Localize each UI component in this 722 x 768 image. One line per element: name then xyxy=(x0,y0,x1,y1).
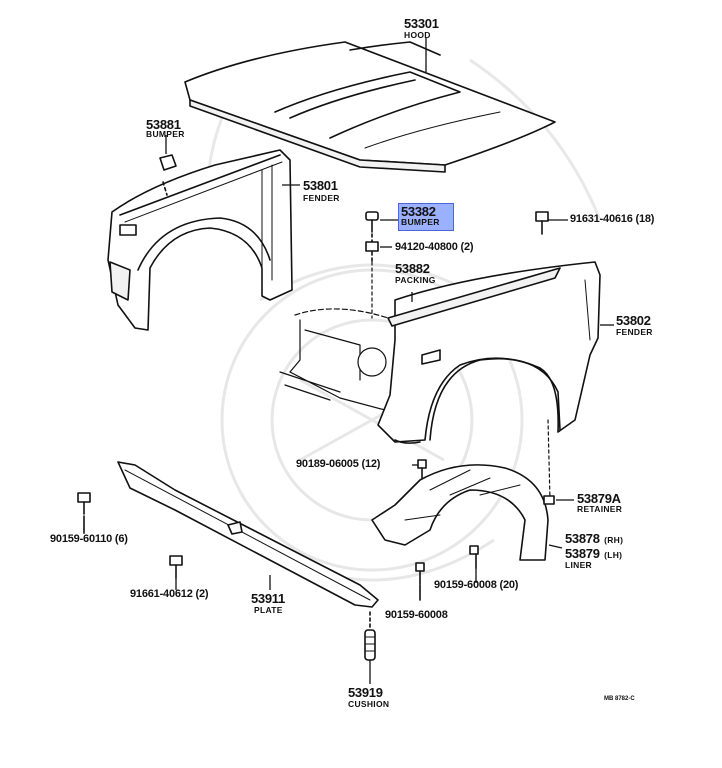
bumper-53382-number-label: 53382 xyxy=(401,204,436,219)
fender-53801-number-label: 53801 xyxy=(303,178,338,193)
bolt-90159-60110-part xyxy=(77,492,91,533)
retainer-name-label: RETAINER xyxy=(577,504,623,514)
bolt-90159-60008a-part xyxy=(469,545,479,569)
bolt-90159-60008a-label: 90159-60008 (20) xyxy=(434,579,519,591)
right-fender-part xyxy=(377,261,601,444)
liner-part xyxy=(371,419,555,561)
screw-90189-part xyxy=(417,459,427,479)
fender-53802-number-label: 53802 xyxy=(616,313,651,328)
left-fender-part xyxy=(107,149,293,331)
bumper-53881-name-label: BUMPER xyxy=(146,129,185,139)
bumper-53881-part xyxy=(159,154,177,196)
liner-rh-label: 53878 (RH) xyxy=(565,531,624,546)
nut-94120-label: 94120-40800 (2) xyxy=(395,241,474,253)
cushion-number-label: 53919 xyxy=(348,685,383,700)
cushion-name-label: CUSHION xyxy=(348,699,390,709)
plate-name-label: PLATE xyxy=(254,605,283,615)
bolt-91661-label: 91661-40612 (2) xyxy=(130,588,209,600)
diagram-code-label: MB 8782-C xyxy=(604,696,635,702)
bolt-91631-part xyxy=(535,211,549,235)
bolt-91631-label: 91631-40616 (18) xyxy=(570,213,655,225)
plate-part xyxy=(117,461,379,608)
bolt-90159-60008b-label: 90159-60008 xyxy=(385,609,448,621)
bumper-53382-name-label: BUMPER xyxy=(401,217,440,227)
highlighted-part-53382[interactable]: 53382 BUMPER xyxy=(398,203,454,231)
packing-number-label: 53882 xyxy=(395,261,430,276)
bumper-53881-number-label: 53881 xyxy=(146,117,181,132)
hood-name-label: HOOD xyxy=(404,30,431,40)
liner-name-label: LINER xyxy=(565,560,592,570)
plate-number-label: 53911 xyxy=(251,591,285,606)
bolt-53382-part xyxy=(365,211,379,263)
bolt-91661-part xyxy=(169,555,183,579)
nut-94120-part xyxy=(365,241,379,319)
hood-part xyxy=(184,41,556,173)
bolt-90159-60008b-part xyxy=(415,562,425,601)
screw-90189-label: 90189-06005 (12) xyxy=(296,458,381,470)
bolt-90159-60110-label: 90159-60110 (6) xyxy=(50,533,128,545)
fender-53802-name-label: FENDER xyxy=(616,327,653,337)
liner-lh-label: 53879 (LH) xyxy=(565,546,623,561)
retainer-number-label: 53879A xyxy=(577,491,621,506)
body-sketch xyxy=(279,308,401,411)
packing-name-label: PACKING xyxy=(395,275,436,285)
fender-53801-name-label: FENDER xyxy=(303,193,340,203)
cushion-part xyxy=(364,611,376,661)
leader-lines xyxy=(83,38,614,684)
hood-number-label: 53301 xyxy=(404,16,439,31)
